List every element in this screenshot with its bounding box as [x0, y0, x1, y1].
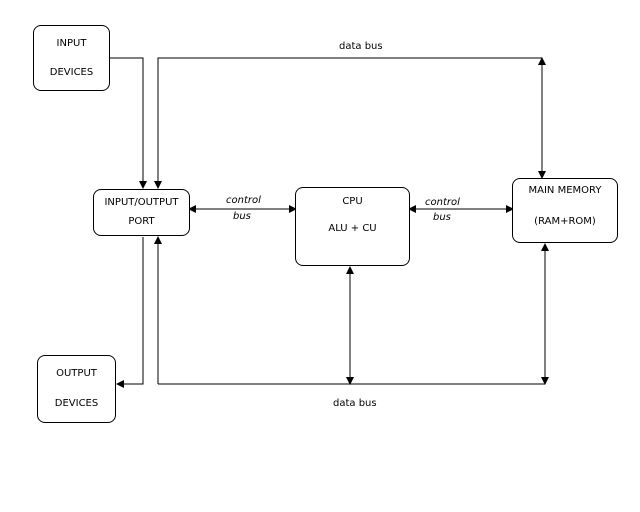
main-memory-box: MAIN MEMORY (RAM+ROM): [512, 178, 618, 243]
output-devices-link: [116, 237, 144, 388]
main-memory-label-line1: MAIN MEMORY: [528, 185, 602, 196]
main-memory-label-line2: (RAM+ROM): [534, 216, 596, 227]
input-devices-link: [110, 57, 147, 189]
output-devices-box: OUTPUT DEVICES: [37, 355, 116, 423]
io-port-label-line1: INPUT/OUTPUT: [104, 197, 179, 208]
control-bus-left-label-line2: bus: [233, 211, 251, 222]
io-port-box: INPUT/OUTPUT PORT: [93, 189, 190, 236]
cpu-label-line2: ALU + CU: [328, 223, 377, 234]
control-bus-right-label-line1: control: [425, 197, 460, 208]
input-devices-box: INPUT DEVICES: [33, 25, 110, 91]
data-bus-bottom-label: data bus: [333, 398, 377, 409]
control-bus-left-label-line1: control: [226, 195, 261, 206]
data-bus-top: [154, 57, 546, 189]
cpu-label-line1: CPU: [342, 196, 363, 207]
input-devices-label-line2: DEVICES: [49, 67, 94, 78]
data-bus-bottom: [154, 236, 549, 385]
io-port-label-line2: PORT: [128, 216, 155, 227]
output-devices-label-line2: DEVICES: [54, 398, 99, 409]
data-bus-top-label: data bus: [339, 41, 383, 52]
input-devices-label-line1: INPUT: [56, 38, 87, 49]
output-devices-label-line1: OUTPUT: [56, 368, 97, 379]
cpu-box: CPU ALU + CU: [295, 187, 410, 266]
control-bus-right-label-line2: bus: [433, 212, 451, 223]
